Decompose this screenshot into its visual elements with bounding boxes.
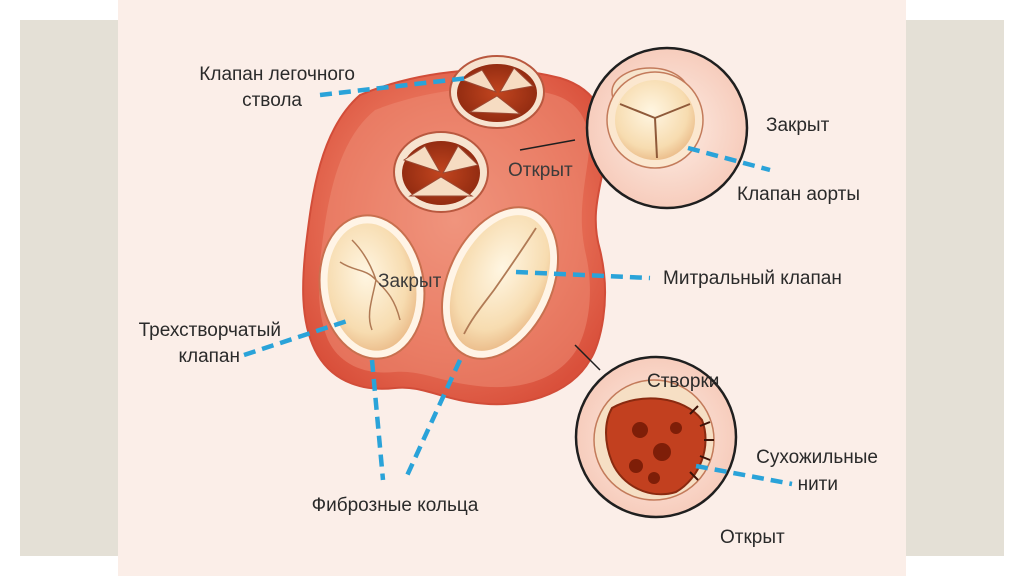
aortic-valve	[393, 131, 489, 213]
label-chordae-line2: нити	[798, 474, 838, 495]
tricuspid-valve	[318, 214, 426, 360]
label-pulmonary-valve-line2: ствола	[242, 90, 302, 111]
leader-chordae	[695, 463, 793, 487]
label-closed-top: Закрыт	[766, 115, 830, 136]
label-fibrous-rings: Фиброзные кольца	[312, 495, 479, 516]
leader-pulmonary	[319, 75, 469, 98]
label-aortic-valve: Клапан аорты	[737, 184, 860, 205]
label-pulmonary-valve-line1: Клапан легочного	[199, 64, 355, 85]
leader-ring-left	[369, 359, 386, 481]
left-side-band	[20, 20, 118, 556]
label-closed-center: Закрыт	[378, 271, 442, 292]
label-mitral-valve: Митральный клапан	[663, 268, 842, 289]
inset-aortic-valve-closed	[519, 46, 749, 210]
label-tricuspid-line2: клапан	[178, 346, 240, 367]
label-open-top: Открыт	[508, 160, 573, 181]
leader-aortic	[687, 145, 771, 173]
right-side-band	[906, 20, 1004, 556]
mitral-valve	[440, 206, 560, 360]
label-tricuspid-line1: Трехстворчатый	[139, 320, 281, 341]
leader-mitral	[515, 269, 651, 281]
label-chordae-line1: Сухожильные	[756, 447, 878, 468]
inset-mitral-valve-open	[574, 344, 738, 519]
leader-lines	[243, 75, 793, 487]
leader-ring-right	[402, 359, 463, 481]
pulmonary-valve	[449, 55, 545, 129]
label-leaflets: Створки	[647, 371, 719, 392]
label-open-bottom: Открыт	[720, 527, 785, 548]
